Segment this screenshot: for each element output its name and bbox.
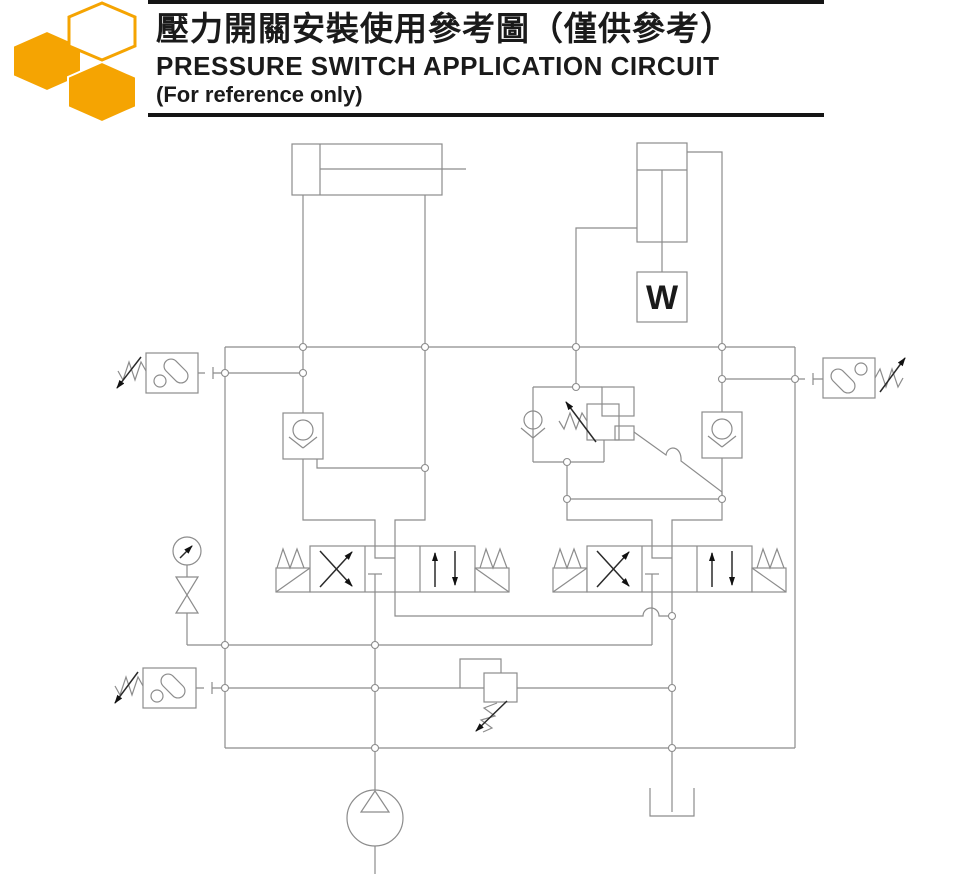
pilot-line bbox=[633, 431, 723, 499]
contact-roller bbox=[160, 673, 186, 699]
masthead: 壓力開關安裝使用參考圖（僅供參考） PRESSURE SWITCH APPLIC… bbox=[0, 0, 955, 135]
check-ball bbox=[292, 419, 314, 441]
solenoid-directional-valve-left bbox=[275, 545, 510, 593]
solenoid-directional-valve-right bbox=[552, 545, 787, 593]
load-label: W bbox=[646, 279, 679, 317]
page-subtitle: (For reference only) bbox=[156, 82, 363, 107]
adjust-arrow-icon bbox=[475, 700, 508, 732]
check-ball bbox=[711, 418, 733, 440]
pump-flow-triangle bbox=[359, 789, 391, 813]
hexagon-top-icon bbox=[67, 1, 137, 62]
needle-valve bbox=[174, 576, 200, 614]
check-seat bbox=[707, 435, 737, 448]
spring-icon bbox=[553, 547, 582, 570]
pressure-arrow-icon bbox=[114, 671, 139, 704]
check-seat bbox=[520, 427, 546, 439]
contact-dot bbox=[150, 689, 164, 703]
pressure-arrow-icon bbox=[116, 356, 142, 389]
valve-body bbox=[483, 672, 518, 703]
pipe-network bbox=[186, 151, 823, 874]
pilot-port-tab bbox=[614, 425, 635, 441]
pilot-piston-box bbox=[601, 386, 635, 417]
pressure-switch-top-left bbox=[116, 352, 199, 394]
spring-icon bbox=[276, 547, 305, 570]
check-valve-right bbox=[701, 411, 743, 459]
contact-dot bbox=[153, 374, 167, 388]
spring-icon bbox=[874, 367, 904, 389]
counterbalance-valve bbox=[520, 386, 635, 443]
check-ball bbox=[523, 410, 543, 430]
valve-envelopes bbox=[309, 545, 476, 593]
spring-icon bbox=[117, 360, 147, 382]
contact-roller bbox=[830, 368, 856, 394]
pressure-arrow-icon bbox=[879, 357, 906, 393]
spring-icon bbox=[558, 411, 588, 431]
spring-icon bbox=[479, 547, 508, 570]
valve-body bbox=[586, 403, 620, 441]
line-hop bbox=[394, 592, 672, 617]
load-box bbox=[636, 271, 688, 323]
adjust-arrow-icon bbox=[565, 401, 597, 443]
hexagon-logo-icon bbox=[12, 1, 137, 124]
relief-valve bbox=[475, 672, 518, 733]
spring-icon bbox=[756, 547, 785, 570]
pressure-switch-top-right bbox=[822, 357, 906, 399]
fixed-displacement-pump bbox=[346, 789, 404, 847]
pressure-switch-bottom-left bbox=[114, 667, 197, 709]
title-block: 壓力開關安裝使用參考圖（僅供參考） PRESSURE SWITCH APPLIC… bbox=[148, 0, 824, 117]
page-title-zh: 壓力開關安裝使用參考圖（僅供參考） bbox=[156, 10, 734, 47]
check-seat bbox=[288, 436, 318, 449]
valve-envelopes bbox=[586, 545, 753, 593]
hexagon-bottom-icon bbox=[67, 60, 137, 124]
spring-icon bbox=[479, 702, 498, 733]
double-acting-cylinder bbox=[291, 143, 466, 196]
pressure-gauge bbox=[172, 536, 202, 566]
vertical-cylinder-with-load: W bbox=[636, 142, 688, 323]
contact-roller bbox=[163, 358, 189, 384]
flow-arrow-icon bbox=[596, 550, 630, 587]
page-title-en: PRESSURE SWITCH APPLICATION CIRCUIT bbox=[156, 51, 720, 81]
tank bbox=[649, 788, 695, 817]
junction-dots bbox=[220, 342, 800, 753]
contact-dot bbox=[854, 362, 868, 376]
gauge-needle-icon bbox=[179, 545, 193, 559]
check-valve-left bbox=[282, 412, 324, 460]
flow-arrow-icon bbox=[319, 550, 353, 587]
spring-icon bbox=[114, 675, 144, 697]
